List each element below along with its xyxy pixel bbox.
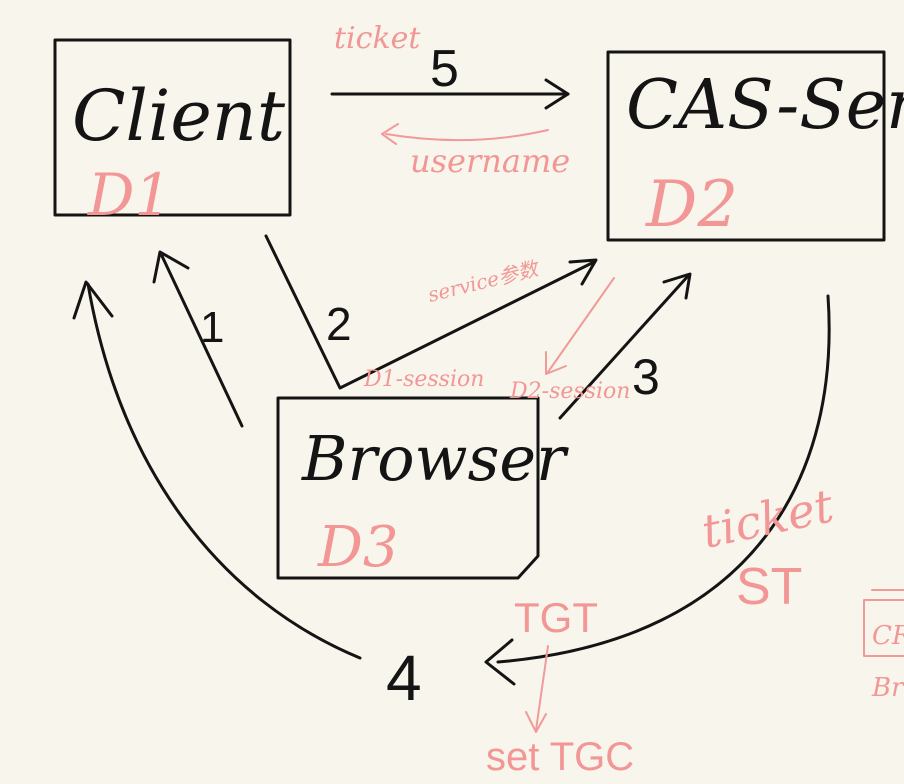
step-1-number: 1 [200,303,224,352]
cropped-cas-label: CR [872,621,904,651]
set-tgc-label: set TGC [486,735,634,779]
browser-domain: D3 [317,515,399,580]
d2-session-arrow [545,277,615,375]
username-return-arrow [381,123,549,145]
cas-node: CAS-Ser D2 [606,50,904,242]
st-label: ST [736,558,802,616]
client-node: Client D1 [53,38,292,229]
cropped-cas-mini: CR [863,589,904,657]
client-box [53,38,292,217]
service-param-label: service参数 [425,256,543,307]
client-domain: D1 [87,161,171,229]
tgt-label: TGT [514,594,598,641]
ticket-top-label: ticket [334,21,421,56]
client-label: Client [72,75,286,157]
step4-to-client-arrow [72,280,362,660]
browser-label: Browser [301,422,569,495]
step-4-number: 4 [386,642,422,714]
step-2-number: 2 [326,298,352,350]
cas-domain: D2 [645,168,738,242]
step-2-arrow [264,234,598,390]
step-1-arrow [152,250,244,428]
browser-node: Browser D3 [276,396,569,580]
d1-session-label: D1-session [363,367,484,392]
step-3-arrow [558,272,692,420]
step-5-arrow [330,78,570,110]
browser-box [276,396,540,580]
cas-to-step4-arrow [484,294,831,686]
cas-label: CAS-Ser [626,66,904,145]
step-5-number: 5 [430,40,459,98]
d2-session-label: D2-session [509,379,630,404]
step-3-number: 3 [632,349,660,405]
cas-box [606,50,886,242]
ticket-st-label: ticket [697,478,838,558]
cropped-browser-label: Br [871,673,904,703]
username-label: username [410,142,570,180]
tgt-to-tgc-arrow [525,645,549,733]
